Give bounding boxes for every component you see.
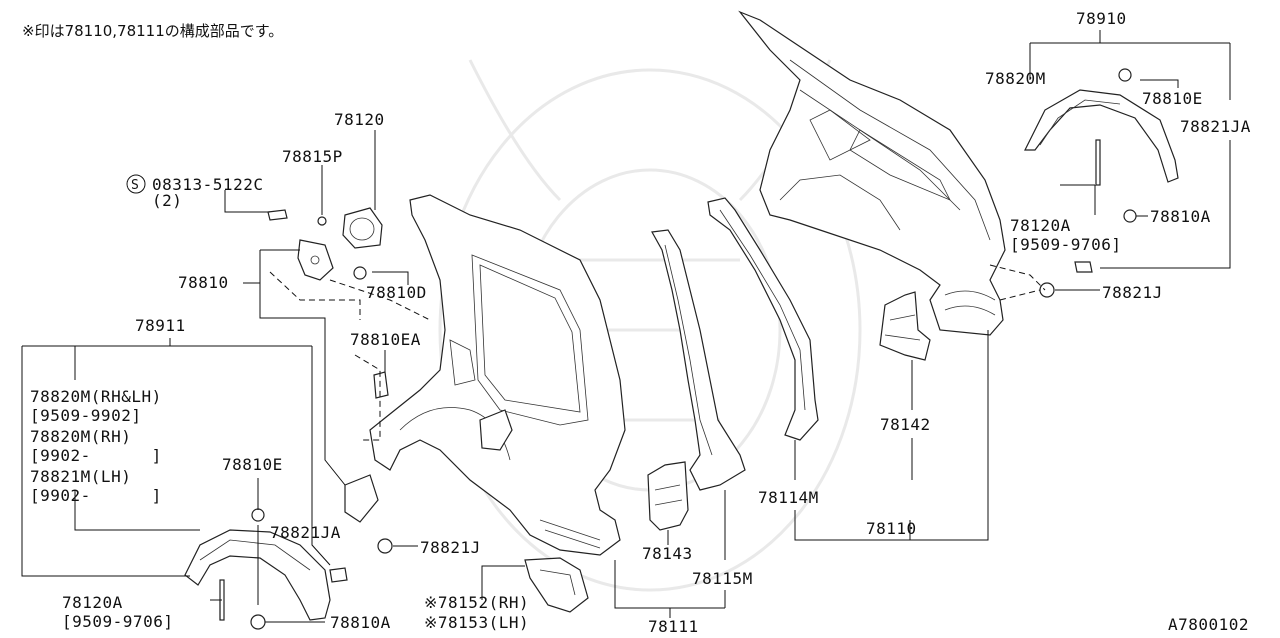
label-9509-9706-bottom: [9509-9706] [62,612,173,631]
label-78810D: 78810D [366,283,427,302]
label-78114M: 78114M [758,488,819,507]
label-08313-qty: (2) [152,191,182,210]
label-78821J-bottom: 78821J [420,538,481,557]
label-78110: 78110 [866,519,917,538]
label-78810: 78810 [178,273,229,292]
label-78143: 78143 [642,544,693,563]
label-78810EA: 78810EA [350,330,421,349]
label-78820M-rhlh: 78820M(RH&LH) [30,387,162,406]
clip-78810E-top [1118,68,1132,82]
s-symbol-circle [126,174,146,194]
label-78111: 78111 [648,617,699,636]
fuel-lid-78120 [342,207,383,249]
label-78820M-top: 78820M [985,69,1046,88]
fuel-bracket-78810 [297,239,334,281]
label-78821J-top: 78821J [1102,283,1163,302]
label-78115M: 78115M [692,569,753,588]
leader-lines [21,30,1231,623]
grommet-78821J [377,538,393,554]
label-78120: 78120 [334,110,385,129]
clip-78810EA [373,371,389,399]
clip-78815P [317,216,327,226]
pillar-78114M [707,197,819,441]
label-78910: 78910 [1076,9,1127,28]
side-panel-78111 [369,194,626,556]
pin-78120A-top [1095,139,1101,186]
bolt-78810A-bottom [250,614,266,630]
label-78142: 78142 [880,415,931,434]
label-78821JA-bottom: 78821JA [270,523,341,542]
label-08313-5122C: 08313-5122C [152,175,263,194]
label-9902-b: [9902- ] [30,486,162,505]
label-78120A-bottom: 78120A [62,593,123,612]
label-78120A-top: 78120A [1010,216,1071,235]
label-78820M-rh: 78820M(RH) [30,427,131,446]
label-78810A-bottom: 78810A [330,613,391,632]
label-78821M-lh: 78821M(LH) [30,467,131,486]
clip-78810D [353,266,367,280]
label-78810E-bottom: 78810E [222,455,283,474]
wheel-arch-molding-top [1024,89,1179,183]
label-78153-lh: ※78153(LH) [424,613,529,632]
diagram-code: A7800102 [1168,615,1249,634]
label-78810E-top: 78810E [1142,89,1203,108]
label-78911: 78911 [135,316,186,335]
label-9902-a: [9902- ] [30,446,162,465]
component-note: ※印は78110,78111の構成部品です。 [22,22,283,40]
label-9509-9902: [9509-9902] [30,406,141,425]
wheel-arch-molding-bottom [184,529,331,621]
brace-78152-78153 [524,557,589,613]
pillar-78115M [651,229,746,491]
clip-78821JA-top [1074,261,1093,273]
screw-08313 [267,209,288,221]
label-9509-9706-top: [9509-9706] [1010,235,1121,254]
rear-quarter-panel-78110 [738,10,1006,336]
s-symbol: S [131,178,139,193]
label-78821JA-top: 78821JA [1180,117,1251,136]
grommet-78821J-top [1039,282,1055,298]
clip-78821JA-bottom [329,567,348,583]
label-78152-rh: ※78152(RH) [424,593,529,612]
bracket-78142 [879,291,931,361]
label-78810A-top: 78810A [1150,207,1211,226]
bracket-78143 [647,461,689,531]
bolt-78810A-top [1123,209,1137,223]
fuel-door-78821M [344,474,379,523]
label-78815P: 78815P [282,147,343,166]
clip-78810E-bottom [251,508,265,522]
